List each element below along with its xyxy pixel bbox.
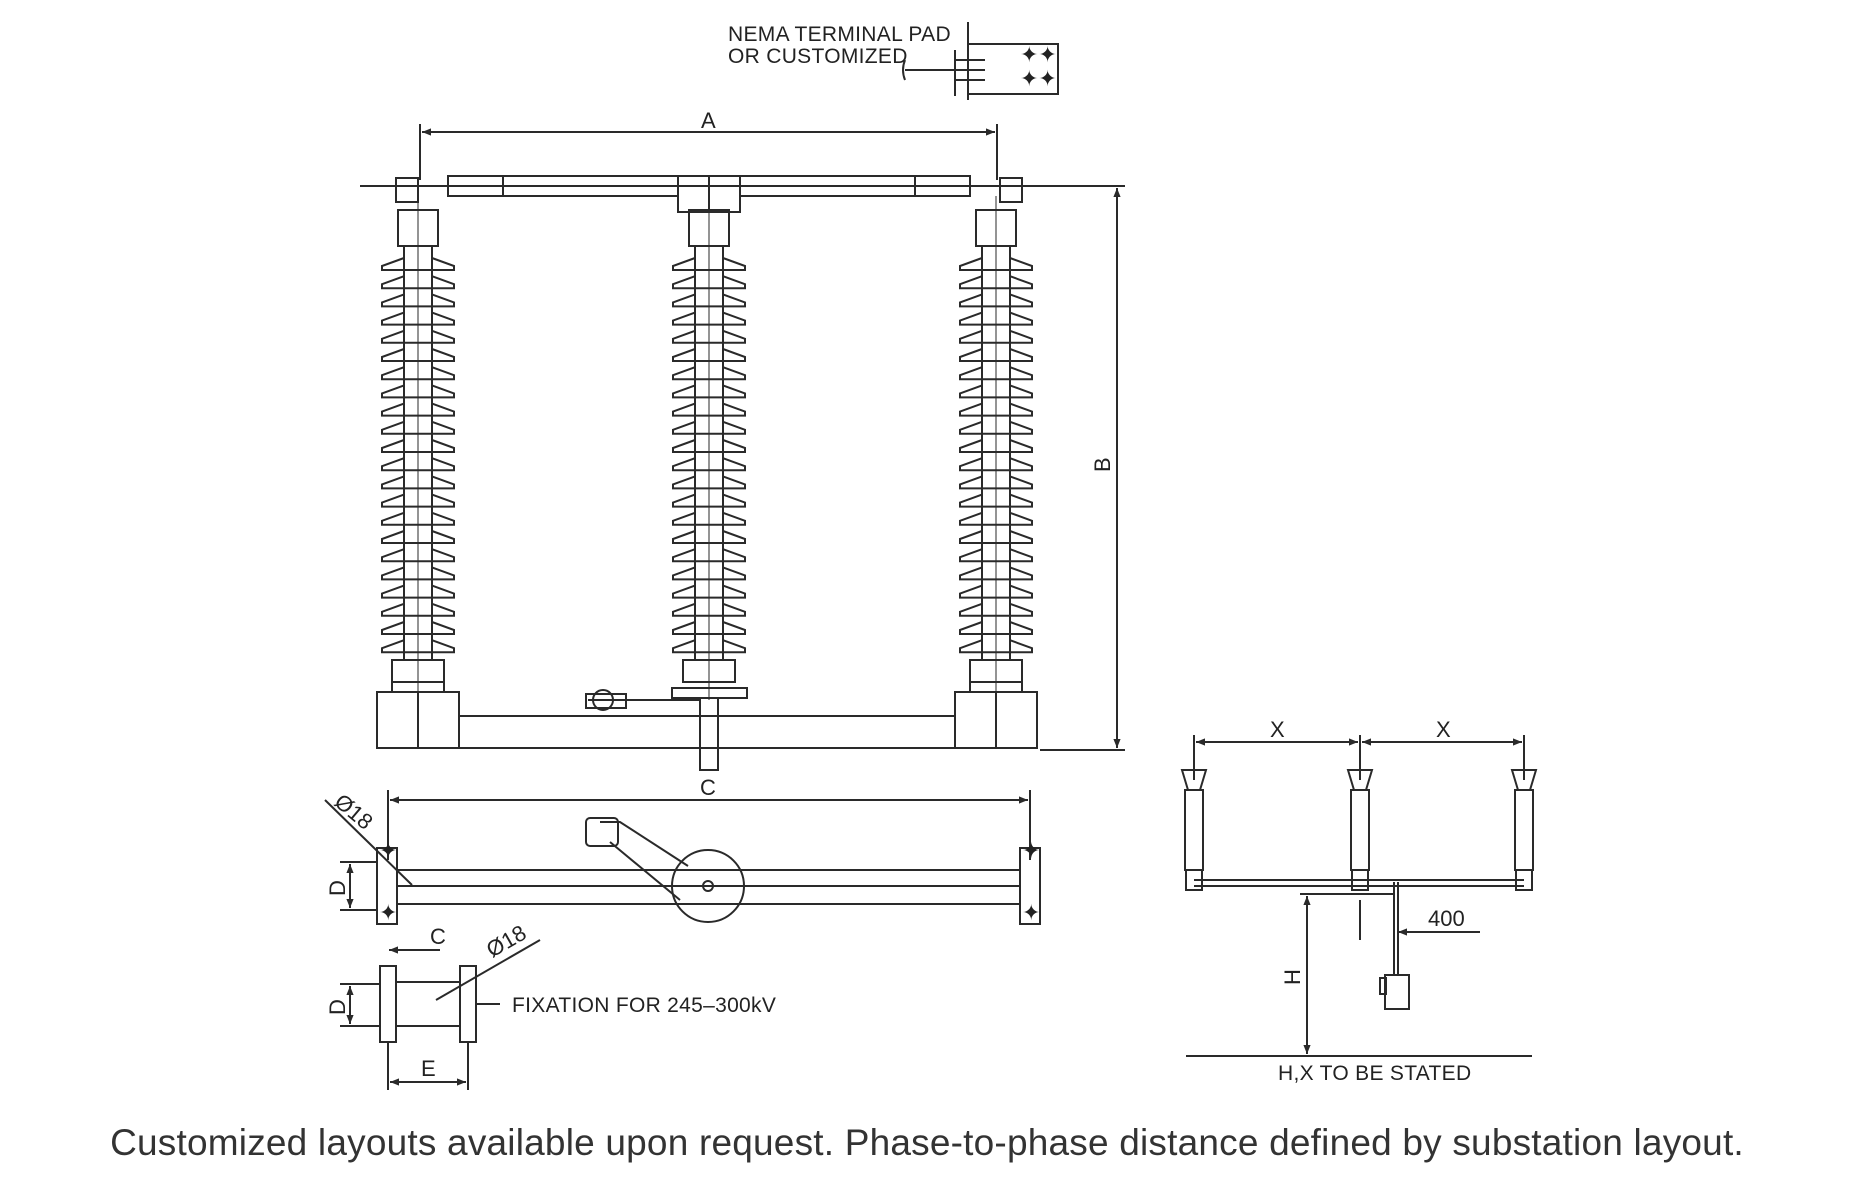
svg-text:✦✦: ✦✦ <box>1020 42 1057 67</box>
svg-text:✦: ✦ <box>379 838 397 863</box>
base-frame <box>376 681 1038 771</box>
phase-layout-view: X X H 400 H,X TO BE STATED <box>1180 717 1538 1085</box>
insulator-2 <box>672 196 746 700</box>
svg-text:✦: ✦ <box>1022 838 1040 863</box>
dim-h-label: H <box>1280 969 1305 985</box>
insulator-1 <box>381 196 455 700</box>
dim-x1-label: X <box>1270 717 1285 742</box>
phase-post-2 <box>1346 769 1374 891</box>
dimension-b: B <box>1040 185 1125 751</box>
dim-400-label: 400 <box>1428 906 1465 931</box>
dim-x2-label: X <box>1436 717 1451 742</box>
terminal-pad-detail: NEMA TERMINAL PAD OR CUSTOMIZED ✦✦ ✦✦ <box>728 22 1059 100</box>
insulator-columns <box>381 196 1033 700</box>
dimension-a: A <box>419 108 998 180</box>
dim-c-small-label: C <box>430 924 446 949</box>
dim-c-top-label: C <box>700 775 716 800</box>
dim-b-label: B <box>1090 457 1115 472</box>
svg-text:✦: ✦ <box>1022 900 1040 925</box>
terminal-label-line2: OR CUSTOMIZED <box>728 45 908 68</box>
fixation-label: FIXATION FOR 245–300kV <box>512 994 776 1017</box>
svg-text:✦: ✦ <box>379 900 397 925</box>
hole-dia-2-label: Ø18 <box>482 920 531 962</box>
dim-e-label: E <box>421 1056 436 1081</box>
insulator-3 <box>959 196 1033 700</box>
top-busbar <box>360 175 1125 213</box>
dim-d1-label: D <box>325 880 350 896</box>
svg-text:✦✦: ✦✦ <box>1020 66 1057 91</box>
hole-dia-1-label: Ø18 <box>330 789 378 835</box>
phase-post-1 <box>1180 769 1208 891</box>
hx-note-label: H,X TO BE STATED <box>1278 1062 1471 1085</box>
fixation-detail: C Ø18 FIXATION FOR 245–300kV D E <box>325 920 776 1090</box>
dim-d2-label: D <box>325 999 350 1015</box>
terminal-label-line1: NEMA TERMINAL PAD <box>728 23 951 46</box>
phase-post-3 <box>1510 769 1538 891</box>
dim-a-label: A <box>701 108 716 133</box>
plan-view: C ✦ ✦ ✦ ✦ Ø18 D <box>324 775 1041 925</box>
caption-text: Customized layouts available upon reques… <box>110 1122 1744 1163</box>
